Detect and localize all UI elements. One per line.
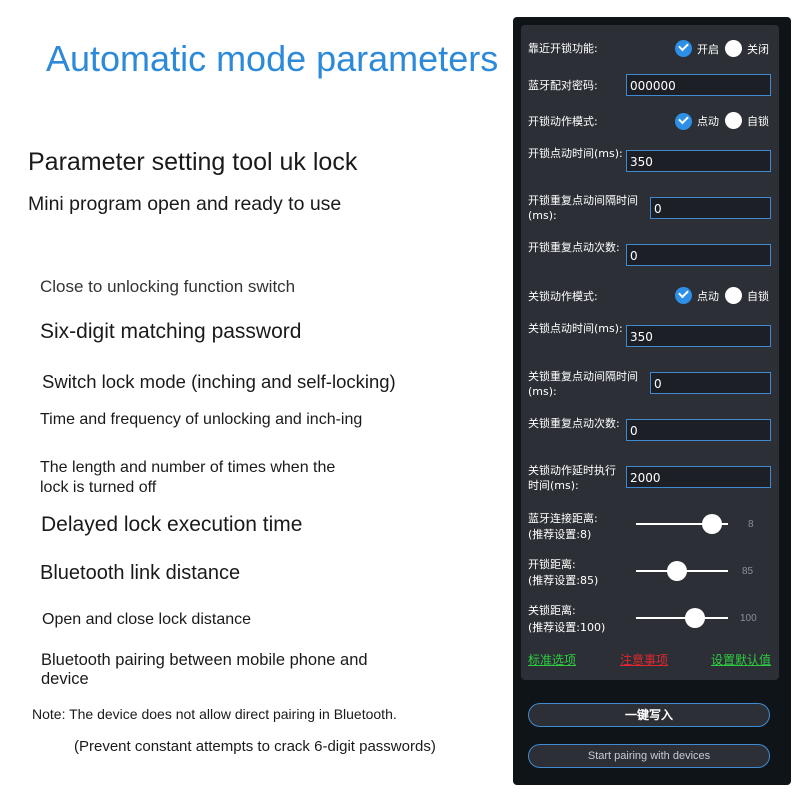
unlock-repeat-count-field[interactable]: 0 — [626, 244, 771, 266]
feature-proximity: Close to unlocking function switch — [40, 277, 296, 296]
lock-delay-field[interactable]: 2000 — [626, 466, 771, 488]
lock-distance-value: 100 — [740, 613, 757, 624]
lock-mode-self-label: 自锁 — [747, 290, 769, 303]
feature-lock-mode: Switch lock mode (inching and self-locki… — [42, 371, 396, 392]
lock-distance-hint: (推荐设置:100) — [528, 621, 606, 634]
lock-repeat-interval-label: 关锁重复点动间隔时间(ms): — [528, 370, 638, 398]
password-label: 蓝牙配对密码: — [528, 79, 598, 92]
unlock-mode-inch-label: 点动 — [697, 115, 719, 128]
unlock-distance-hint: (推荐设置:85) — [528, 574, 599, 587]
lock-distance-knob[interactable] — [685, 608, 705, 628]
subtitle: Parameter setting tool uk lock — [28, 148, 358, 176]
password-field[interactable]: 000000 — [626, 74, 771, 96]
feature-pairing: Bluetooth pairing between mobile phone a… — [41, 651, 368, 688]
standard-options-link[interactable]: 标准选项 — [528, 653, 577, 667]
lock-mode-self-radio[interactable] — [725, 287, 742, 304]
lock-inch-time-field[interactable]: 350 — [626, 325, 771, 347]
unlock-mode-self-radio[interactable] — [725, 112, 742, 129]
note-text: Note: The device does not allow direct p… — [32, 706, 397, 722]
intro-text: Mini program open and ready to use — [28, 193, 342, 215]
unlock-repeat-count-label: 开锁重复点动次数: — [528, 241, 620, 254]
bt-distance-value: 8 — [748, 519, 754, 530]
unlock-distance-label: 开锁距离: — [528, 558, 576, 571]
lock-mode-inch-radio[interactable] — [675, 287, 692, 304]
proximity-on-label: 开启 — [697, 43, 719, 56]
set-defaults-link[interactable]: 设置默认值 — [711, 653, 772, 667]
lock-inch-time-label: 关锁点动时间(ms): — [528, 322, 623, 335]
proximity-on-radio[interactable] — [675, 40, 692, 57]
feature-lock-distance: Open and close lock distance — [42, 611, 252, 628]
lock-repeat-count-label: 关锁重复点动次数: — [528, 417, 620, 430]
start-pairing-button[interactable]: Start pairing with devices — [528, 744, 770, 768]
unlock-mode-inch-radio[interactable] — [675, 113, 692, 130]
feature-lock-off: The length and number of times when the … — [40, 459, 336, 496]
proximity-off-radio[interactable] — [725, 40, 742, 57]
feature-unlock-timing: Time and frequency of unlocking and inch… — [40, 411, 363, 428]
bt-distance-label: 蓝牙连接距离: — [528, 512, 598, 525]
lock-mode-inch-label: 点动 — [697, 290, 719, 303]
unlock-mode-self-label: 自锁 — [747, 115, 769, 128]
lock-repeat-interval-field[interactable]: 0 — [650, 372, 771, 394]
lock-delay-label: 关锁动作延时执行时间(ms): — [528, 464, 616, 492]
feature-bt-distance: Bluetooth link distance — [40, 562, 241, 584]
unlock-mode-label: 开锁动作模式: — [528, 115, 598, 128]
feature-delay: Delayed lock execution time — [41, 513, 303, 536]
lock-distance-track[interactable] — [636, 617, 728, 619]
proximity-label: 靠近开锁功能: — [528, 42, 598, 55]
lock-mode-label: 关锁动作模式: — [528, 290, 598, 303]
unlock-inch-time-field[interactable]: 350 — [626, 150, 771, 172]
unlock-repeat-interval-field[interactable]: 0 — [650, 197, 771, 219]
unlock-repeat-interval-label: 开锁重复点动间隔时间(ms): — [528, 194, 638, 222]
bt-distance-track[interactable] — [636, 523, 728, 525]
unlock-distance-value: 85 — [742, 566, 754, 577]
unlock-inch-time-label: 开锁点动时间(ms): — [528, 147, 623, 160]
notice-link[interactable]: 注意事项 — [620, 653, 669, 667]
note-text-2: (Prevent constant attempts to crack 6-di… — [74, 738, 436, 755]
feature-password: Six-digit matching password — [40, 320, 302, 343]
bt-distance-knob[interactable] — [702, 514, 722, 534]
headline: Automatic mode parameters — [46, 38, 499, 79]
lock-repeat-count-field[interactable]: 0 — [626, 419, 771, 441]
proximity-off-label: 关闭 — [747, 43, 769, 56]
bt-distance-hint: (推荐设置:8) — [528, 528, 592, 541]
unlock-distance-knob[interactable] — [667, 561, 687, 581]
write-button[interactable]: 一键写入 — [528, 703, 770, 727]
lock-distance-label: 关锁距离: — [528, 604, 576, 617]
